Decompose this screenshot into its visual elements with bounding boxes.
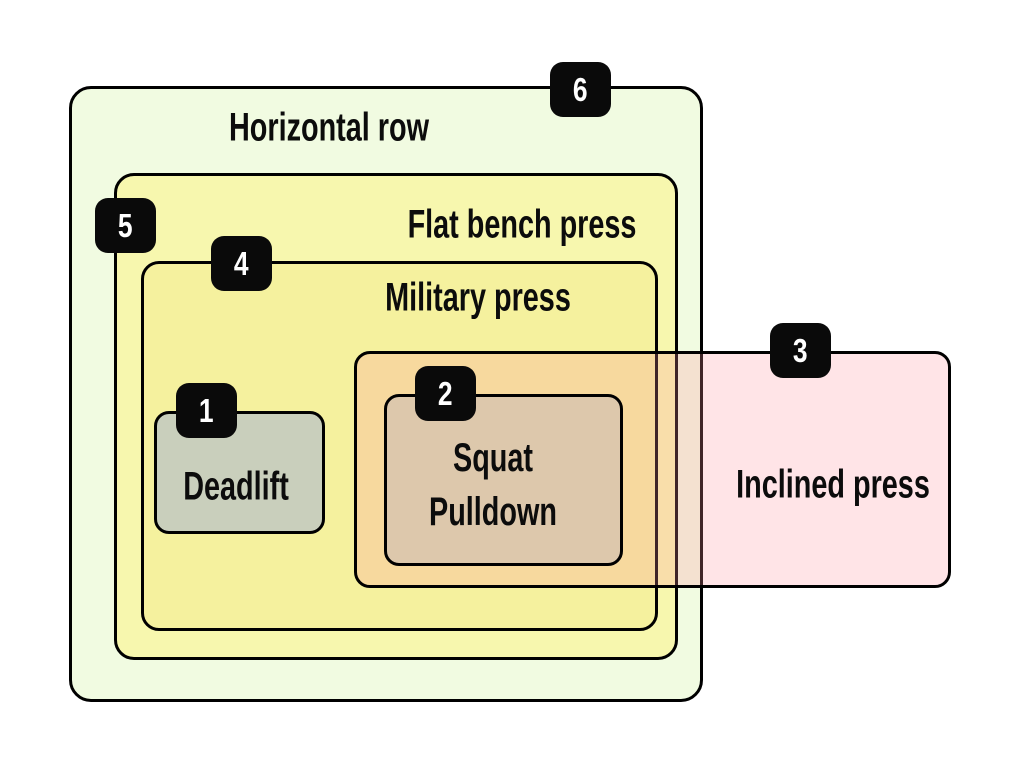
badge-military-press: 4 [211,236,272,291]
badge-horizontal-row: 6 [550,62,611,117]
badge-deadlift-number: 1 [199,391,214,429]
label-pulldown-line: Pulldown [429,490,557,534]
badge-squat-pulldown-number: 2 [438,374,453,412]
badge-flat-bench-press: 5 [95,198,156,253]
label-inclined-press: Inclined press [736,462,930,507]
badge-flat-bench-press-number: 5 [118,206,133,244]
badge-military-press-number: 4 [234,244,249,282]
label-military-press: Military press [385,275,571,320]
label-flat-bench-press: Flat bench press [407,202,637,247]
label-squat-line: Squat [452,436,533,480]
badge-squat-pulldown: 2 [415,366,476,421]
badge-deadlift: 1 [176,383,237,438]
badge-inclined-press: 3 [770,323,831,378]
label-horizontal-row: Horizontal row [228,105,430,150]
badge-horizontal-row-number: 6 [573,70,588,108]
set-box-squat-pulldown [384,394,623,566]
label-deadlift: Deadlift [183,464,289,509]
badge-inclined-press-number: 3 [793,331,808,369]
label-squat-pulldown: Squat Pulldown [429,431,557,539]
